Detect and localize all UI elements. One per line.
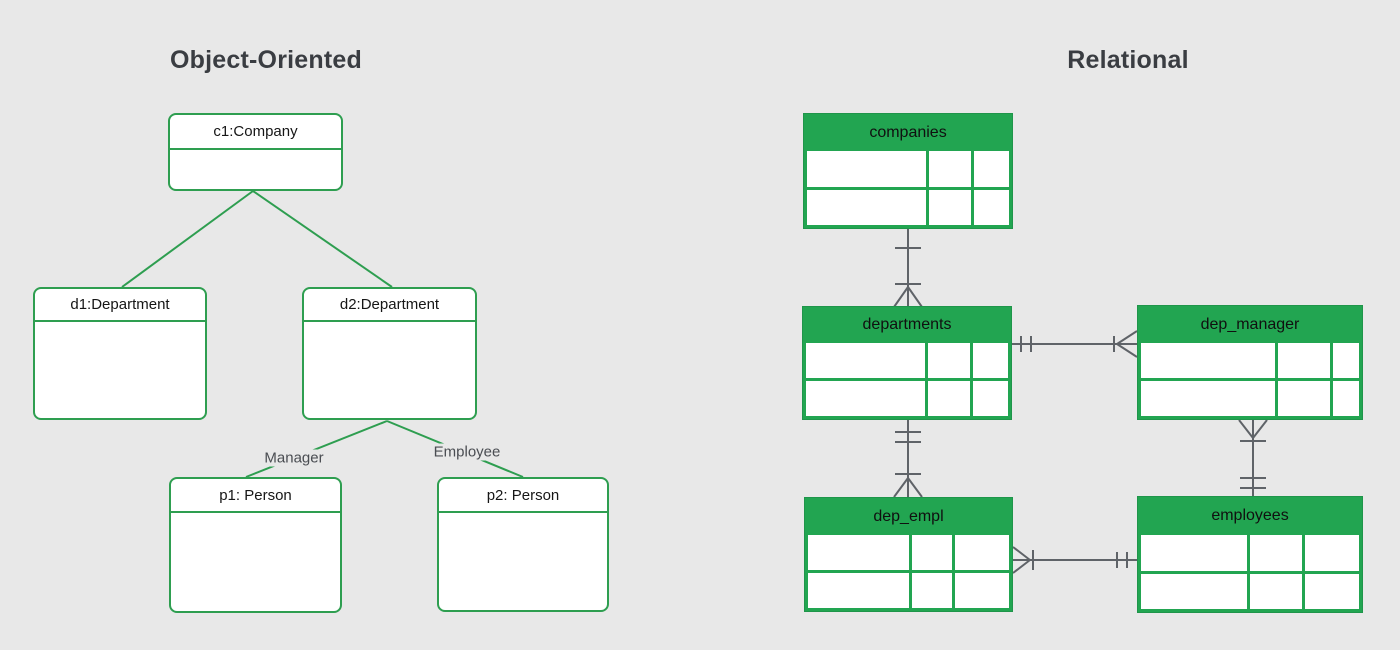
table-grid <box>806 343 1008 416</box>
table-cell <box>1304 573 1359 609</box>
relationship-companies-departments <box>893 229 923 308</box>
table-cell <box>808 573 909 608</box>
table-cell <box>974 151 1009 187</box>
table-cell <box>1141 573 1247 609</box>
table-cell <box>1304 535 1359 571</box>
table-cell <box>973 343 1008 378</box>
object-body <box>170 150 341 189</box>
object-title: d2:Department <box>304 289 475 322</box>
table-cell <box>928 151 972 187</box>
table-cell <box>1278 381 1330 416</box>
object-title: c1:Company <box>170 115 341 150</box>
object-box-c1-company: c1:Company <box>168 113 343 191</box>
table-cell <box>1278 343 1330 378</box>
relationship-dep-empl-employees <box>1012 546 1137 574</box>
relationship-departments-dep-manager <box>1012 330 1138 358</box>
er-table-dep-empl: dep_empl <box>804 497 1013 612</box>
table-cell <box>807 189 926 225</box>
table-grid <box>808 535 1009 608</box>
table-name: dep_manager <box>1200 315 1300 333</box>
link-c1-d2 <box>252 190 393 288</box>
er-table-employees: employees <box>1137 496 1363 613</box>
object-box-p1-person: p1: Person <box>169 477 342 613</box>
link-d2-p1-manager <box>245 420 388 478</box>
table-cell <box>1250 535 1302 571</box>
table-cell <box>1141 343 1276 378</box>
object-box-d1-department: d1:Department <box>33 287 207 420</box>
table-name: companies <box>869 123 947 141</box>
edge-label-employee: Employee <box>428 443 506 461</box>
section-title-relational: Relational <box>1067 46 1189 74</box>
table-cell <box>1141 381 1276 416</box>
er-table-companies: companies <box>803 113 1013 229</box>
relationship-dep-manager-employees <box>1238 419 1268 496</box>
table-cell <box>973 381 1008 416</box>
table-cell <box>808 535 909 570</box>
table-cell <box>1332 381 1359 416</box>
table-cell <box>911 535 952 570</box>
table-cell <box>1332 343 1359 378</box>
table-cell <box>954 573 1009 608</box>
table-cell <box>911 573 952 608</box>
table-cell <box>974 189 1009 225</box>
er-table-dep-manager: dep_manager <box>1137 305 1363 420</box>
object-title: d1:Department <box>35 289 205 322</box>
er-table-departments: departments <box>802 306 1012 420</box>
object-title: p1: Person <box>171 479 340 513</box>
table-cell <box>1250 573 1302 609</box>
table-cell <box>806 381 925 416</box>
table-name: dep_empl <box>873 507 944 525</box>
section-title-object-oriented: Object-Oriented <box>170 46 362 74</box>
table-cell <box>807 151 926 187</box>
table-name: departments <box>862 316 952 333</box>
object-body <box>439 513 607 610</box>
table-cell <box>806 343 925 378</box>
object-box-d2-department: d2:Department <box>302 287 477 420</box>
table-name: employees <box>1211 507 1289 524</box>
table-cell <box>928 189 972 225</box>
table-cell <box>1141 535 1247 571</box>
object-body <box>35 322 205 418</box>
table-cell <box>954 535 1009 570</box>
table-cell <box>927 381 971 416</box>
relationship-departments-dep-empl <box>893 420 923 498</box>
object-title: p2: Person <box>439 479 607 513</box>
table-grid <box>1141 343 1359 416</box>
link-c1-d1 <box>121 190 254 288</box>
object-box-p2-person: p2: Person <box>437 477 609 612</box>
table-cell <box>927 343 971 378</box>
edge-label-manager: Manager <box>259 449 329 467</box>
table-grid <box>807 151 1009 225</box>
object-body <box>304 322 475 418</box>
object-body <box>171 513 340 611</box>
table-grid <box>1141 535 1359 609</box>
